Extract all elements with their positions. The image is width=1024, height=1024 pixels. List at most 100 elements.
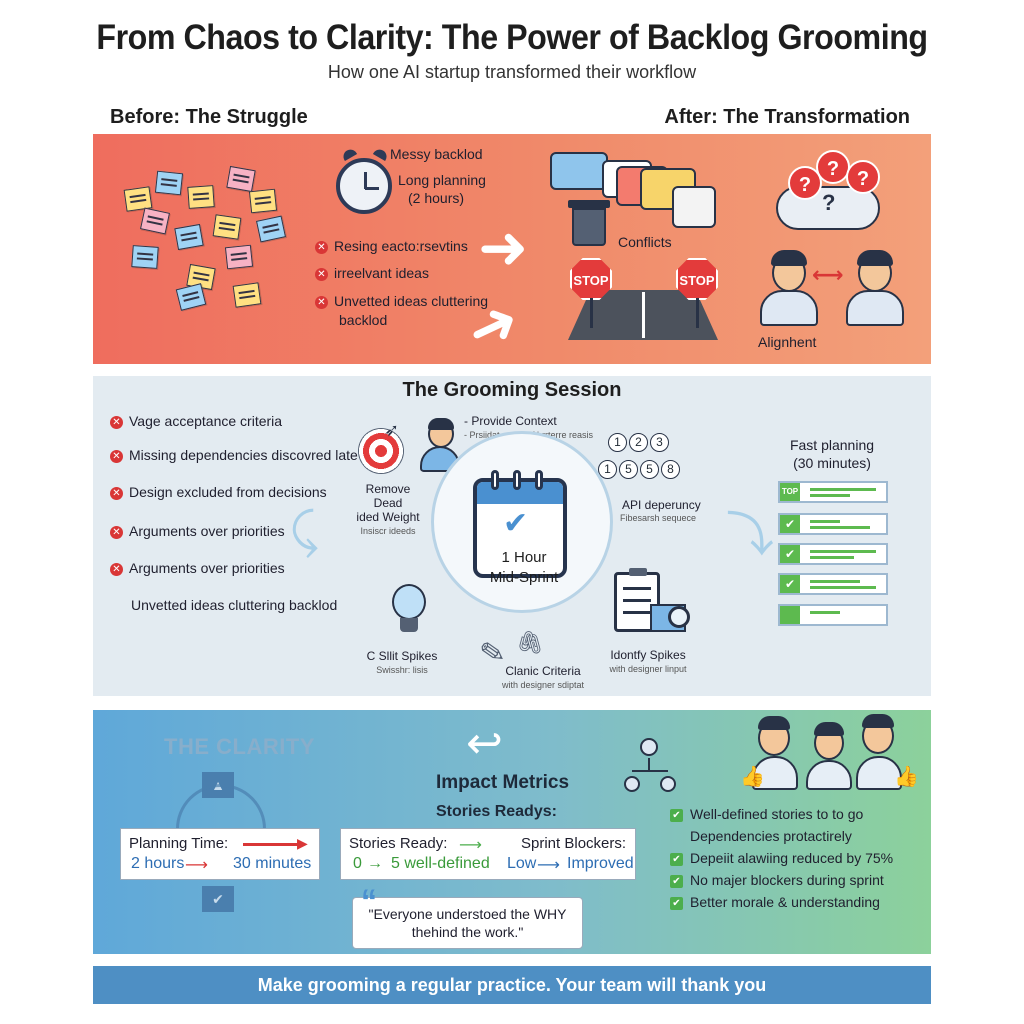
identify-spikes-label: Idontfy Spikes with designer linput xyxy=(609,648,687,674)
curved-arrow-icon: ⤵ xyxy=(726,509,775,562)
road-line xyxy=(642,292,645,338)
number-badge: 1 xyxy=(608,433,627,452)
number-badge: 8 xyxy=(661,460,680,479)
story-card: ✔ xyxy=(778,543,888,565)
benefit-item: ✔No majer blockers during sprint xyxy=(670,872,884,888)
sprint-blockers-label: Sprint Blockers: xyxy=(521,835,627,852)
clarify-criteria-label: Clanic Criteria with designer sdiptat xyxy=(501,664,585,690)
check-icon: ✔ xyxy=(670,808,683,822)
x-icon: ✕ xyxy=(315,267,328,281)
stories-blockers-card: Stories Ready: ⟶ Sprint Blockers: 0 → 5 … xyxy=(340,828,636,880)
provide-context-label: - Provide Context xyxy=(464,414,557,428)
stop-pole xyxy=(590,298,593,328)
number-badge: 2 xyxy=(629,433,648,452)
issue-item-continued: backlod xyxy=(339,312,388,328)
x-icon: ✕ xyxy=(110,525,123,539)
question-mark: ? xyxy=(822,190,836,215)
blockers-after: Improved xyxy=(567,855,634,872)
calendar-check-icon: ✔ 1 Hour Mid-Sprint xyxy=(473,470,567,586)
check-icon: ✔ xyxy=(780,515,800,533)
back-arrow-icon: ↪ xyxy=(466,719,503,768)
issue-item: ✕Arguments over priorities xyxy=(110,560,285,576)
check-icon: ✔ xyxy=(503,507,529,540)
issue-item: ✕Missing dependencies discovred late xyxy=(110,447,358,463)
story-card: ✔ xyxy=(778,513,888,535)
story-card: ✔ xyxy=(778,573,888,595)
curved-arrow-icon: ⤹ xyxy=(290,505,319,558)
clarity-heading: THE CLARITY xyxy=(164,734,315,759)
check-box-icon: ✔ xyxy=(202,886,234,912)
stop-pole xyxy=(696,298,699,328)
check-icon: ✔ xyxy=(670,896,683,910)
double-arrow-icon: ⟷ xyxy=(812,262,844,287)
issue-item: Unvetted ideas cluttering backlod xyxy=(131,597,338,613)
dart-icon: ➶ xyxy=(384,420,400,440)
arrow-icon: ⟶ xyxy=(459,837,482,854)
grooming-session-title: The Grooming Session xyxy=(402,379,622,401)
check-icon: ✔ xyxy=(670,874,683,888)
api-dependency-label: API deperuncy xyxy=(622,498,701,512)
page-title: From Chaos to Clarity: The Power of Back… xyxy=(96,18,928,57)
long-planning-text: Long planning xyxy=(398,172,486,188)
before-label: Before: The Struggle xyxy=(110,106,308,128)
planning-time-card: Planning Time: ▶ 2 hours ⟶ 30 minutes xyxy=(120,828,320,880)
split-spikes-label: C Sllit Spikes Swisshr: lisis xyxy=(366,649,438,675)
session-timing: Mid-Sprint xyxy=(489,569,559,586)
page-subtitle: How one AI startup transformed their wor… xyxy=(327,62,697,82)
session-duration: 1 Hour xyxy=(501,549,547,566)
thumbs-up-icon: 👍 xyxy=(740,766,765,788)
x-icon: ✕ xyxy=(110,449,123,463)
benefit-item: ✔Better morale & understanding xyxy=(670,894,880,910)
number-badge: 5 xyxy=(640,460,659,479)
arrow-head-icon: ▶ xyxy=(297,835,308,851)
issue-item: ✕Vage acceptance criteria xyxy=(110,413,282,429)
long-planning-duration: (2 hours) xyxy=(408,190,465,206)
arrow-right-icon: ➜ xyxy=(478,214,529,281)
messy-backlog-text: Messy backlod xyxy=(390,146,483,162)
conflicts-label: Conflicts xyxy=(618,234,672,250)
planning-time-label: Planning Time: xyxy=(129,835,229,852)
stop-sign-icon: STOP xyxy=(570,258,612,300)
impact-metrics-title: Impact Metrics xyxy=(436,772,570,793)
lightbulb-base xyxy=(400,618,418,632)
stories-ready-title: Stories Readys: xyxy=(436,803,557,820)
fast-planning-label: Fast planning(30 minutes) xyxy=(789,437,875,471)
testimonial-quote: “ "Everyone understoed the WHY thehind t… xyxy=(352,885,583,949)
issue-item: ✕Arguments over priorities xyxy=(110,523,285,539)
alarm-clock-icon xyxy=(336,147,392,214)
benefit-item: Dependencies protactirely xyxy=(690,828,852,844)
priority-card: TOP xyxy=(778,481,888,503)
api-dependency-sub: Fibesarsh sequece xyxy=(620,513,697,523)
x-icon: ✕ xyxy=(110,562,123,576)
benefit-item: ✔Well-defined stories to to go xyxy=(670,806,863,822)
issue-item: ✕Design excluded from decisions xyxy=(110,484,327,500)
issue-item: ✕Unvetted ideas cluttering xyxy=(315,293,488,309)
x-icon: ✕ xyxy=(315,295,328,309)
question-bubble-icon: ? xyxy=(816,150,850,184)
status-bar xyxy=(780,606,800,624)
alignment-label: Alignhent xyxy=(758,334,817,350)
question-bubble-icon: ? xyxy=(846,160,880,194)
planning-time-before: 2 hours xyxy=(131,855,185,872)
x-icon: ✕ xyxy=(315,240,328,254)
stories-after: 5 well-defined xyxy=(391,855,490,872)
after-label: After: The Transformation xyxy=(664,106,910,128)
number-badge: 3 xyxy=(650,433,669,452)
quote-icon: “ xyxy=(361,883,377,919)
lightbulb-icon xyxy=(392,584,426,620)
issue-item: ✕Resing eacto:rsevtins xyxy=(315,238,468,254)
x-icon: ✕ xyxy=(110,486,123,500)
arrow-icon: → xyxy=(367,855,383,872)
stories-ready-label: Stories Ready: xyxy=(349,835,448,852)
target-icon xyxy=(358,428,404,474)
check-icon: ✔ xyxy=(780,545,800,563)
benefit-item: ✔Depeiit alawiing reduced by 75% xyxy=(670,850,893,866)
paperclip-icon: 🖇 xyxy=(516,630,544,655)
planning-time-after: 30 minutes xyxy=(233,855,312,872)
arrow-icon: ⟶ xyxy=(185,857,208,874)
story-card xyxy=(778,604,888,626)
number-badge: 5 xyxy=(619,460,638,479)
